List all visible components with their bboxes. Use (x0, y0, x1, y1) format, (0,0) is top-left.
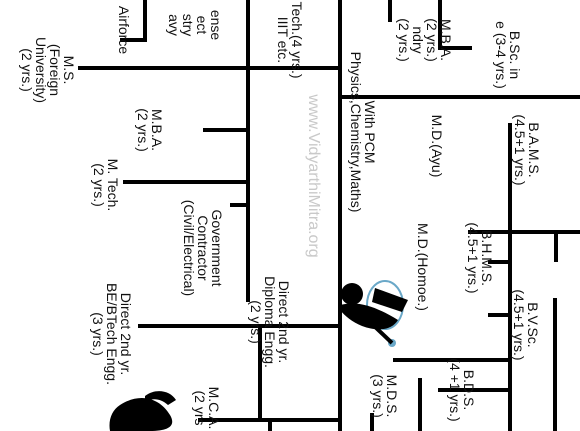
student-reading-icon (340, 280, 408, 347)
silhouette-figure-icon (109, 391, 176, 431)
mba-mid-label: M.B.A. (2 yrs.) (135, 108, 165, 152)
be-btech-label: Direct 2nd yr. BE/BTech Engg. (3 yrs.) (90, 283, 134, 385)
btech-iiit-label: Tech.(4 yrs.) IIIT etc. (275, 1, 305, 79)
mtech-label: M. Tech. (2 yrs.) (91, 158, 121, 212)
bams-label: B.A.M.S. (4.5+1 yrs.) (512, 114, 542, 186)
mba-top-label: M.B.A. (2 yrs.) ndry (2 yrs.) (396, 18, 454, 62)
mds-label: M.D.S. (3 yrs.) (370, 374, 400, 418)
bhms-label: B.H.M.S. (4.5+1 yrs.) (465, 222, 495, 294)
mca-label: M.C.A. (2 yrs (192, 386, 222, 430)
pcm-label: With PCM Physics,Chemistry,Maths) (348, 51, 378, 213)
diploma-label: Direct 2nd yr. Diploma Engg. (2 yrs.) (248, 276, 292, 368)
bds-label: B.D.S. (4 +1 yrs.) (447, 358, 477, 422)
bsc-label: B.Sc. in e (3-4 yrs.) (493, 21, 523, 89)
govt-contractor-label: Government Contractor (Civil/Electrical) (181, 199, 225, 297)
defense-label: ense ect stry avy (166, 9, 224, 41)
md-ayu-label: M.D.(Ayu) (429, 114, 445, 178)
ms-label: M.S. (Foreign University) (2 yrs.) (19, 36, 77, 104)
watermark: www.VidyarthiMitra.org (305, 94, 322, 258)
bvsc-label: B.V.Sc. (4.5+1 yrs.) (511, 289, 541, 361)
md-homoe-label: M.D.(Homoe.) (415, 223, 431, 311)
airforce-label: Airforce (116, 5, 132, 55)
